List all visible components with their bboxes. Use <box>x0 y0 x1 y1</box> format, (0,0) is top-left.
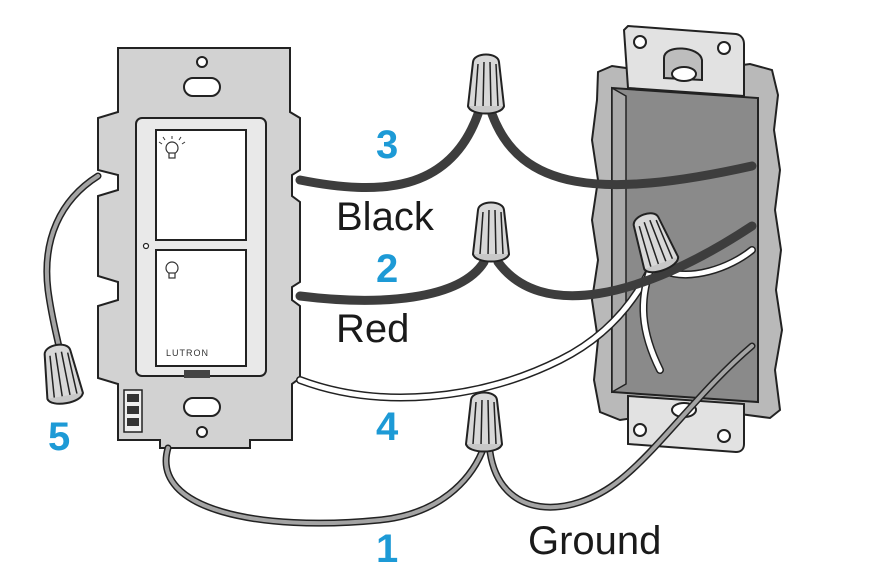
brand-label: LUTRON <box>166 348 209 358</box>
light-bulb-off-icon <box>165 261 179 279</box>
status-led <box>142 242 150 250</box>
wire-number-3: 3 <box>376 123 398 167</box>
top-screw-slot <box>183 77 221 97</box>
wire-label-red: Red <box>336 307 409 351</box>
wires <box>43 109 757 527</box>
bottom-screw-slot <box>183 397 221 417</box>
wire-number-5: 5 <box>48 415 70 459</box>
terminal-block <box>123 389 143 433</box>
wire-number-1: 1 <box>376 527 398 571</box>
red-wire-box <box>493 221 757 301</box>
wire-nut-icon <box>465 391 503 453</box>
wall-box <box>590 24 784 454</box>
wire-number-2: 2 <box>376 247 398 291</box>
light-bulb-on-icon <box>158 136 186 159</box>
ground-wire-switch <box>162 444 486 527</box>
box-ear-bottom <box>627 394 745 454</box>
wire-label-ground: Ground <box>528 519 661 563</box>
red-wire-switch <box>295 257 489 305</box>
wire-number-4: 4 <box>376 405 399 449</box>
wire-nut-icon <box>467 53 505 115</box>
black-wire-box <box>487 109 757 190</box>
wire-label-black: Black <box>336 195 435 239</box>
smart-switch: LUTRON <box>97 47 301 449</box>
box-interior <box>611 86 759 404</box>
wire-nut-icon <box>472 201 510 263</box>
wire-nut-icon <box>37 340 86 408</box>
black-wire-switch <box>295 109 483 192</box>
